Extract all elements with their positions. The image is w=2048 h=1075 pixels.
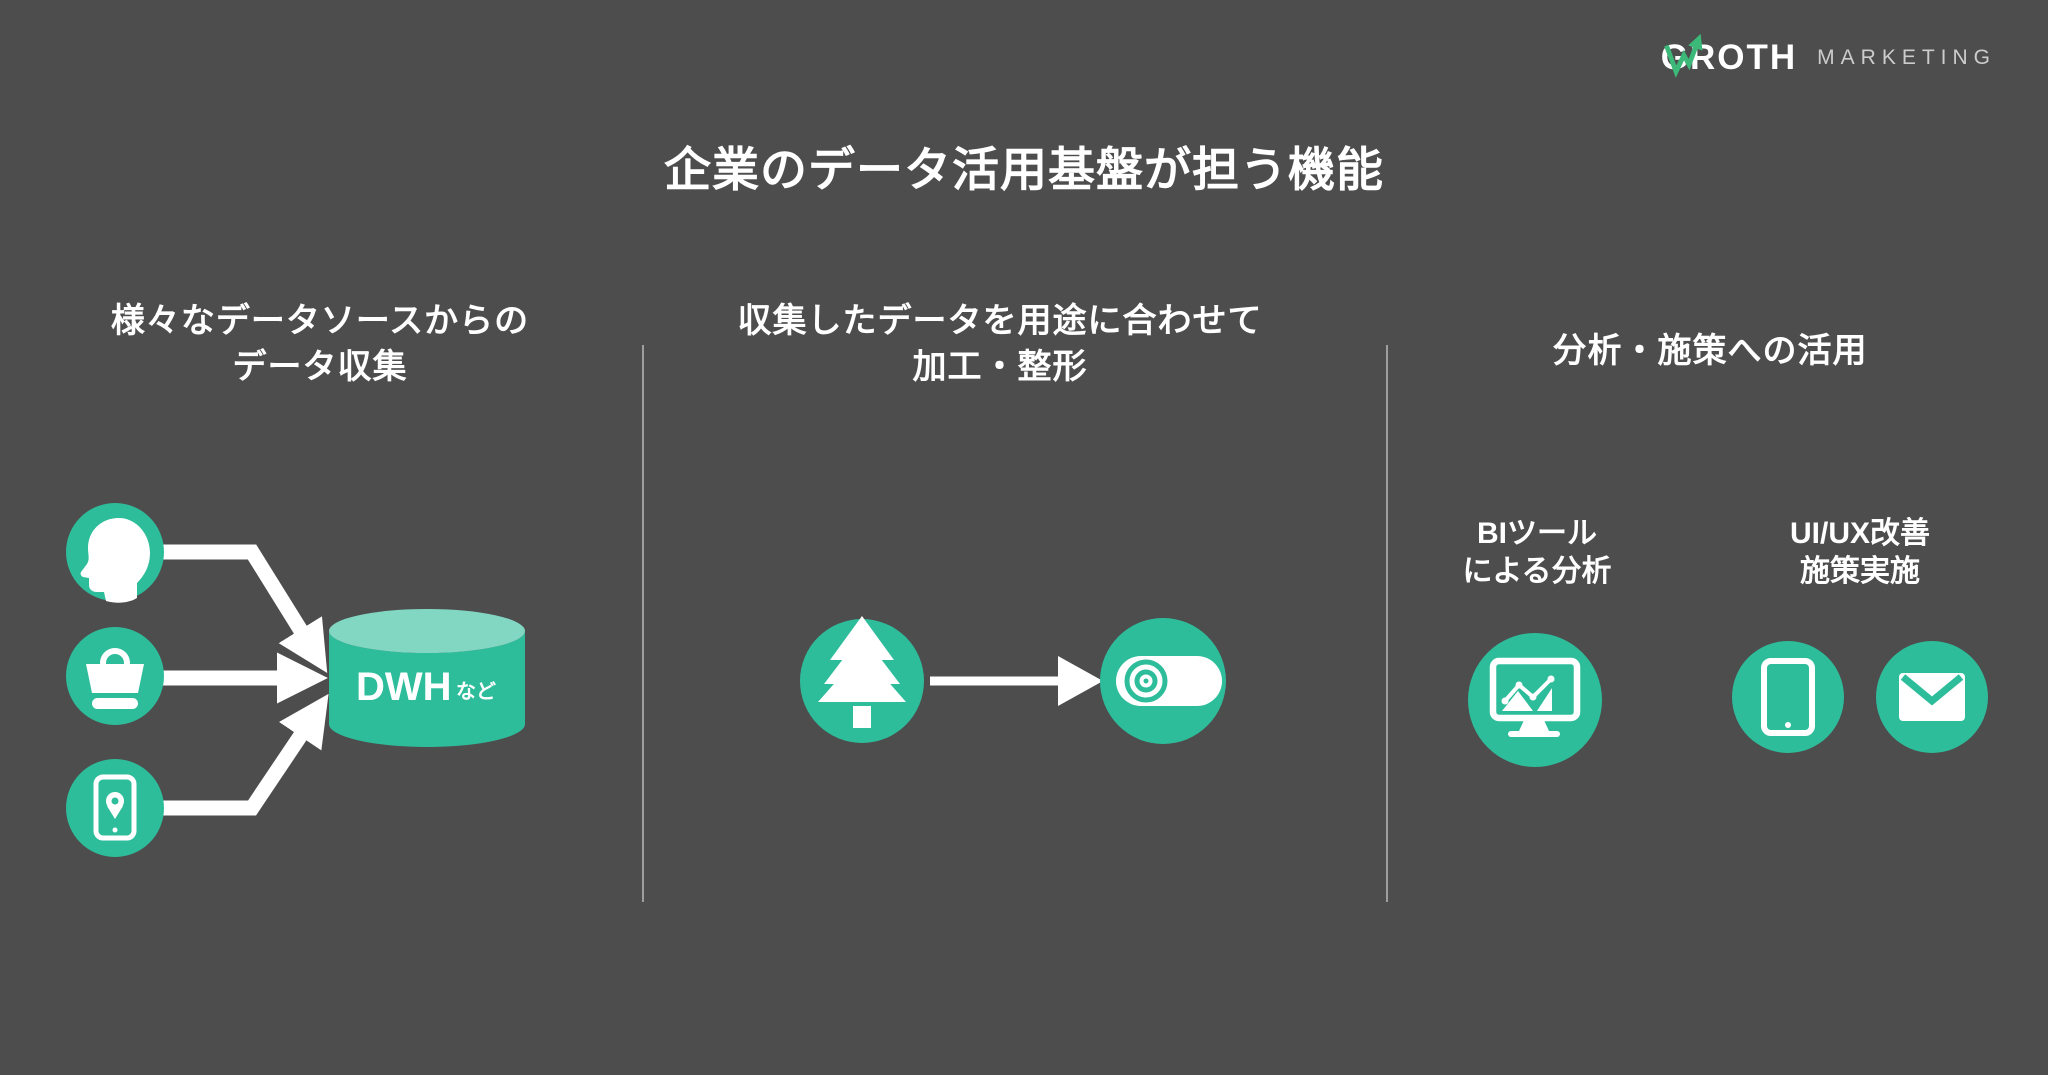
bi-circle <box>1468 633 1602 767</box>
heading-data-transform-line2: 加工・整形 <box>912 348 1088 386</box>
heading-data-collection: 様々なデータソースからの データ収集 <box>60 298 580 390</box>
mobile-location-icon <box>93 774 137 841</box>
column-divider-1 <box>642 345 644 902</box>
heading-data-transform-line1: 収集したデータを用途に合わせて <box>737 302 1263 340</box>
heading-data-collection-line1: 様々なデータソースからの <box>110 302 530 340</box>
source-shop <box>66 627 164 725</box>
tablet-circle <box>1732 641 1844 753</box>
growth-arrow-icon <box>1663 34 1703 78</box>
source-mobile <box>66 759 164 857</box>
raw-data-tree <box>800 616 924 743</box>
label-uiux-improvement: UI/UX改善 施策実施 <box>1760 515 1960 591</box>
logo-sub: MARKETING <box>1817 46 1996 69</box>
uiux-mail <box>1876 641 1988 753</box>
growth-marketing-logo: GRO TH MARKETING <box>1661 34 1996 78</box>
tablet-icon <box>1761 658 1815 736</box>
heading-data-collection-line2: データ収集 <box>232 348 408 386</box>
user-head-icon <box>80 518 150 603</box>
label-bi-analysis: BIツール による分析 <box>1437 515 1637 591</box>
dwh-suffix: など <box>456 680 496 703</box>
label-bi-analysis-line1: BIツール <box>1477 517 1597 550</box>
utilize-icons <box>1468 633 1988 767</box>
heading-utilization: 分析・施策への活用 <box>1552 332 1868 370</box>
mail-icon <box>1899 673 1965 721</box>
bi-analysis <box>1468 633 1602 767</box>
converging-arrows-icon <box>163 544 329 816</box>
right-arrow-icon <box>930 656 1103 706</box>
label-bi-analysis-line2: による分析 <box>1462 555 1612 588</box>
page-title: 企業のデータ活用基盤が担う機能 <box>664 143 1384 197</box>
logo-brand: GRO TH <box>1661 34 1798 78</box>
tree-icon <box>818 616 906 728</box>
label-uiux-improvement-line2: 施策実施 <box>1800 555 1920 588</box>
column-divider-2 <box>1386 345 1388 902</box>
log-icon <box>1116 656 1222 706</box>
heading-data-transform: 収集したデータを用途に合わせて 加工・整形 <box>660 298 1340 390</box>
label-uiux-improvement-line1: UI/UX改善 <box>1789 517 1930 550</box>
collect-diagram: DWH など <box>66 503 525 857</box>
dwh-label: DWH <box>356 665 452 709</box>
uiux-tablet <box>1732 641 1844 753</box>
transform-diagram <box>800 616 1226 744</box>
logo-brand-right: TH <box>1746 38 1798 77</box>
source-user <box>66 503 164 603</box>
bi-monitor-icon <box>1489 657 1581 737</box>
shopping-bag-icon <box>86 648 144 709</box>
dwh-cylinder: DWH など <box>329 609 525 747</box>
processed-data-log <box>1100 618 1226 744</box>
